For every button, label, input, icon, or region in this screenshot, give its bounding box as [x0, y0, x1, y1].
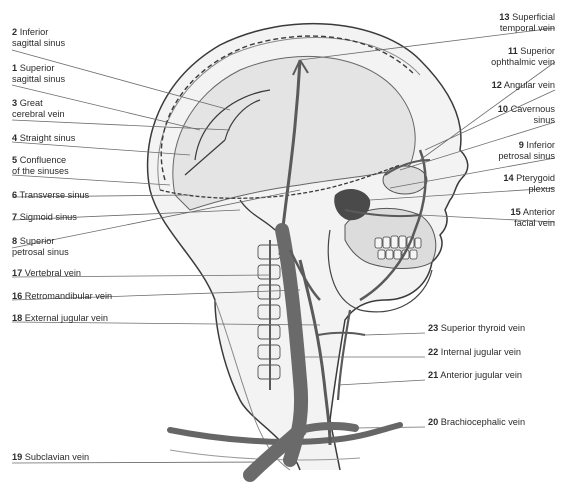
label-transverse-sinus: 6 Transverse sinus: [12, 190, 89, 201]
label-angular-vein: 12 Angular vein: [492, 80, 555, 91]
label-inferior-petrosal-sinus: 9 Inferior petrosal sinus: [498, 140, 555, 161]
brachiocephalic-vein: [300, 426, 355, 430]
label-sigmoid-sinus: 7 Sigmoid sinus: [12, 212, 77, 223]
label-straight-sinus: 4 Straight sinus: [12, 133, 75, 144]
label-superior-sagittal-sinus: 1 Superior sagittal sinus: [12, 63, 65, 84]
label-subclavian-vein: 19 Subclavian vein: [12, 452, 89, 463]
label-internal-jugular-vein: 22 Internal jugular vein: [428, 347, 521, 358]
label-great-cerebral-vein: 3 Great cerebral vein: [12, 98, 65, 119]
label-inferior-sagittal-sinus: 2 Inferior sagittal sinus: [12, 27, 65, 48]
label-brachiocephalic-vein: 20 Brachiocephalic vein: [428, 417, 525, 428]
label-superior-thyroid-vein: 23 Superior thyroid vein: [428, 323, 525, 334]
label-confluence-of-sinuses: 5 Confluence of the sinuses: [12, 155, 69, 176]
label-pterygoid-plexus: 14 Pterygoid plexus: [503, 173, 555, 194]
label-vertebral-vein: 17 Vertebral vein: [12, 268, 81, 279]
label-external-jugular-vein: 18 External jugular vein: [12, 313, 108, 324]
label-cavernous-sinus: 10 Cavernous sinus: [498, 104, 555, 125]
label-superior-petrosal-sinus: 8 Superior petrosal sinus: [12, 236, 69, 257]
label-superior-ophthalmic-vein: 11 Superior ophthalmic vein: [491, 46, 555, 67]
orbit: [383, 166, 427, 194]
label-anterior-facial-vein: 15 Anterior facial vein: [511, 207, 555, 228]
label-superficial-temporal-vein: 13 Superficial temporal vein: [499, 12, 555, 33]
label-retromandibular-vein: 16 Retromandibular vein: [12, 291, 112, 302]
label-anterior-jugular-vein: 21 Anterior jugular vein: [428, 370, 522, 381]
